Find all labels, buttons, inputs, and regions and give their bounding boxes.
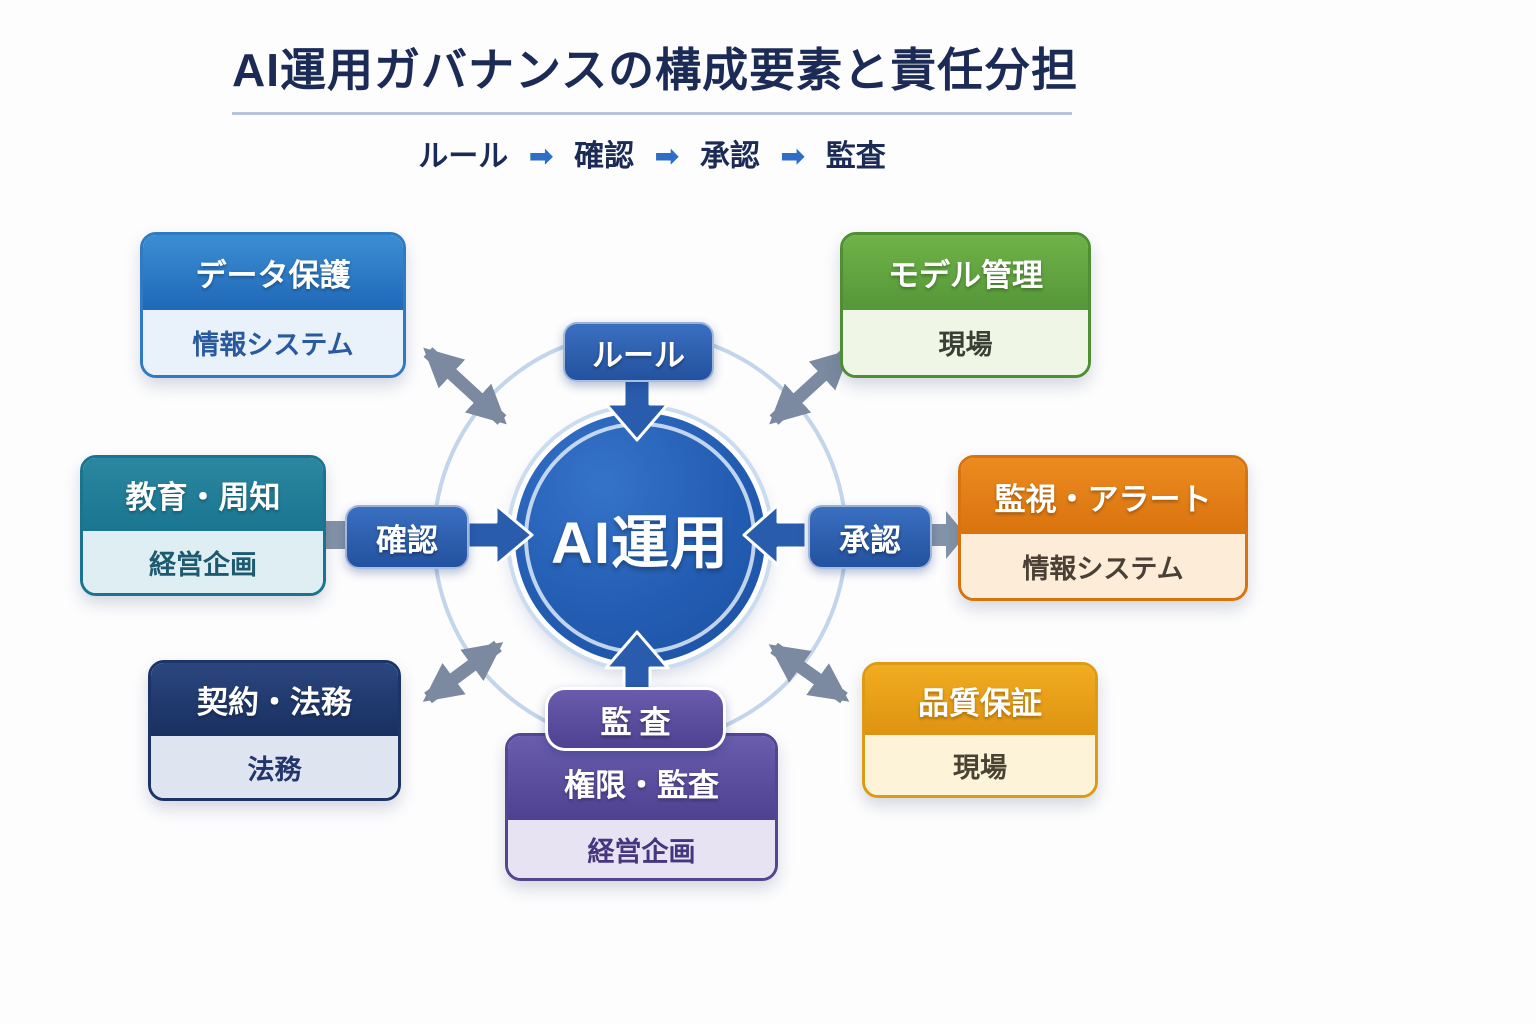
box-owner: 法務: [151, 736, 398, 798]
box-quality: 品質保証 現場: [862, 662, 1098, 798]
box-education: 教育・周知 経営企画: [80, 455, 326, 596]
link-arrow-legal: [422, 640, 504, 704]
box-title: 権限・監査: [508, 736, 775, 820]
box-title: 契約・法務: [151, 663, 398, 736]
box-title: 教育・周知: [83, 458, 323, 531]
flow-arrow-icon: ➡: [654, 140, 680, 173]
box-title: 監視・アラート: [961, 458, 1245, 534]
title-underline: [232, 112, 1072, 115]
badge-audit: 監査: [545, 687, 726, 751]
box-title: 品質保証: [865, 665, 1095, 735]
flow-step-check: 確認: [574, 140, 635, 173]
box-owner: 経営企画: [508, 820, 775, 878]
badge-rule: ルール: [563, 322, 714, 382]
header: AI運用ガバナンスの構成要素と責任分担 ルール ➡ 確認 ➡ 承認 ➡ 監査: [232, 34, 1079, 175]
flow-step-approve: 承認: [699, 140, 760, 173]
box-title: モデル管理: [843, 235, 1088, 310]
box-model-management: モデル管理 現場: [840, 232, 1091, 378]
box-owner: 情報システム: [961, 534, 1245, 598]
box-title: データ保護: [143, 235, 403, 310]
badge-approve: 承認: [808, 505, 932, 569]
connector-education-check: [322, 521, 346, 549]
box-owner: 現場: [865, 735, 1095, 795]
flow-step-audit: 監査: [825, 140, 886, 173]
box-authority-audit: 権限・監査 経営企画: [505, 733, 778, 881]
box-owner: 経営企画: [83, 531, 323, 593]
box-legal: 契約・法務 法務: [148, 660, 401, 801]
arrow-check-right: [466, 503, 534, 567]
flow-subtitle: ルール ➡ 確認 ➡ 承認 ➡ 監査: [232, 131, 1072, 175]
arrow-rule-down: [604, 376, 670, 442]
flow-arrow-icon: ➡: [528, 140, 554, 173]
link-arrow-model-management: [769, 349, 851, 425]
arrow-audit-up: [604, 630, 670, 696]
link-arrow-data-protection: [423, 347, 507, 425]
box-owner: 情報システム: [143, 310, 403, 375]
connector-approve-monitoring: [930, 511, 966, 559]
link-arrow-quality: [768, 642, 850, 704]
page-title: AI運用ガバナンスの構成要素と責任分担: [232, 44, 1079, 96]
box-data-protection: データ保護 情報システム: [140, 232, 406, 378]
box-monitoring: 監視・アラート 情報システム: [958, 455, 1248, 601]
flow-arrow-icon: ➡: [780, 140, 806, 173]
arrow-approve-left: [742, 503, 808, 567]
box-owner: 現場: [843, 310, 1088, 375]
badge-check: 確認: [345, 505, 469, 569]
flow-step-rule: ルール: [418, 140, 509, 173]
